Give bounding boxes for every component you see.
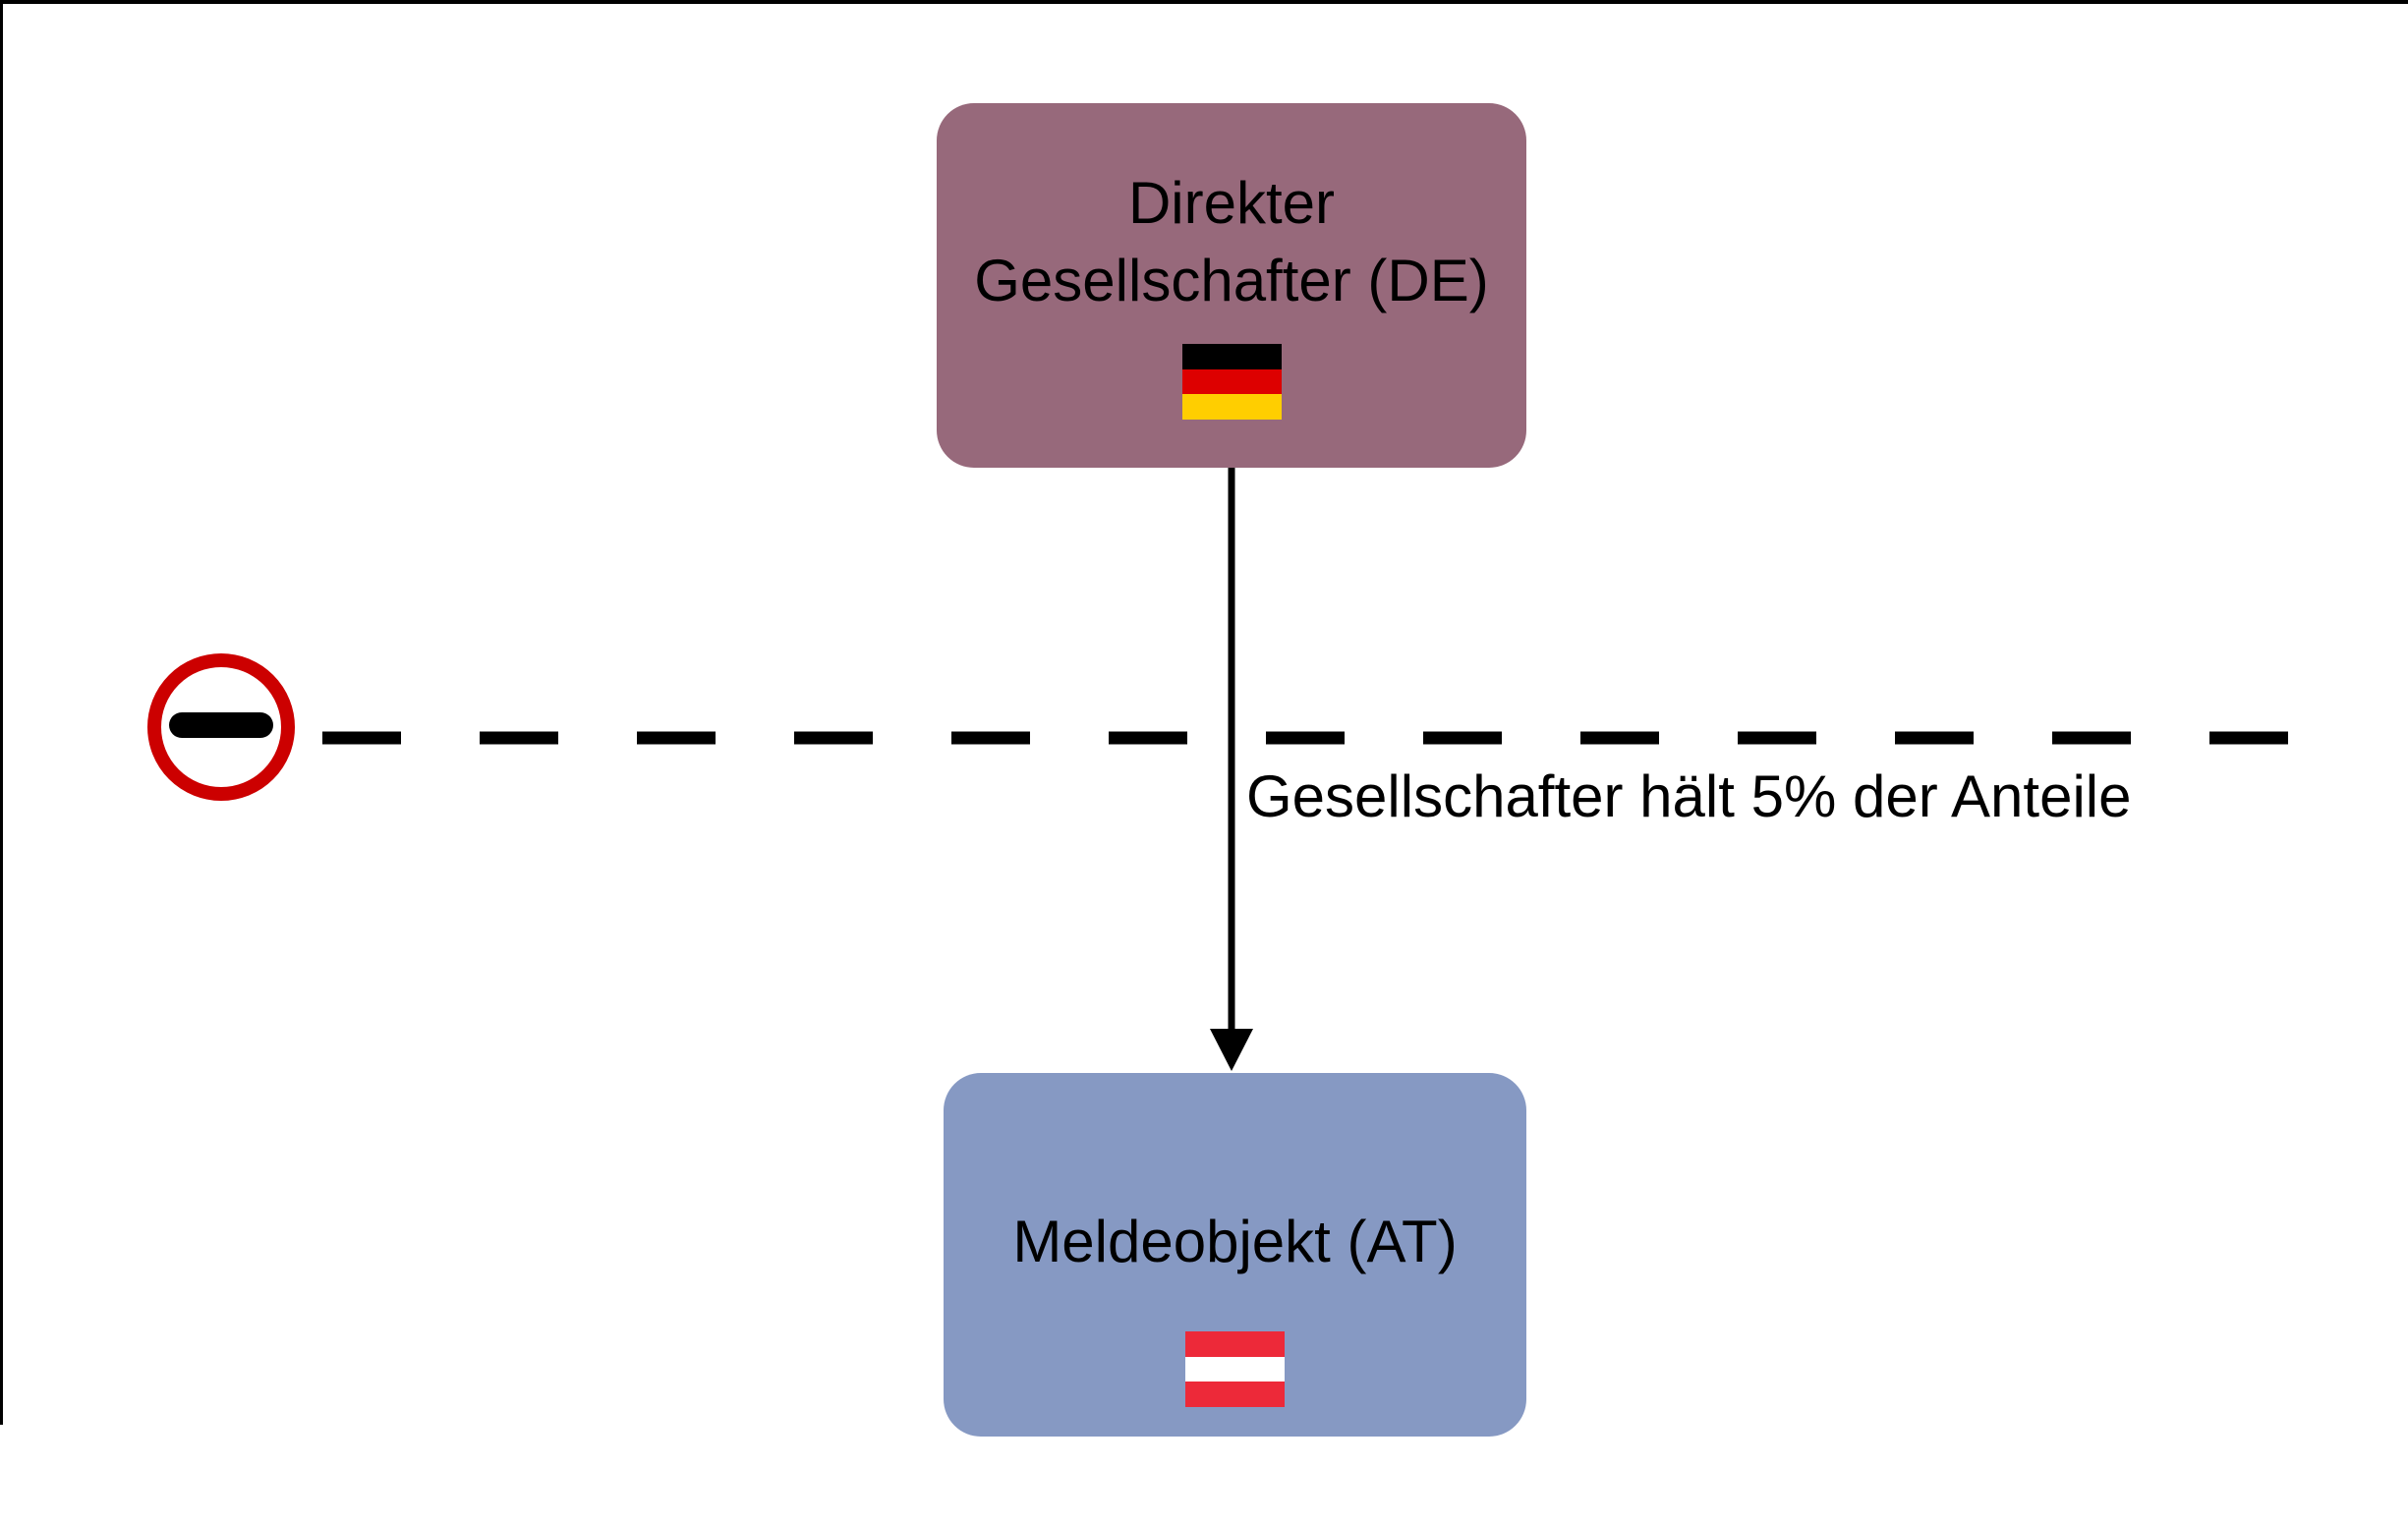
node-meldeobjekt: Meldeobjekt (AT)	[944, 1073, 1526, 1437]
no-entry-bar	[169, 712, 273, 738]
parent-node-label-line1: Direkter	[1127, 170, 1335, 236]
austrian-flag-red-stripe-bottom	[1185, 1382, 1285, 1408]
child-node-label: Meldeobjekt (AT)	[1012, 1209, 1458, 1274]
page-border-left	[0, 0, 3, 1425]
german-flag-gold-stripe	[1181, 394, 1282, 421]
edge-label: Gesellschafter hält 5% der Anteile	[1246, 763, 2132, 829]
german-flag-red-stripe	[1181, 368, 1282, 395]
ownership-arrow	[1210, 468, 1253, 1071]
parent-node-label-line2: Gesellschafter (DE)	[974, 248, 1489, 313]
node-direkter-gesellschafter: Direkter Gesellschafter (DE)	[937, 103, 1526, 468]
no-entry-icon	[147, 653, 295, 801]
page-border-top	[0, 0, 2408, 4]
austrian-flag-red-stripe-top	[1185, 1331, 1285, 1357]
austrian-flag-white-stripe	[1185, 1356, 1285, 1382]
threshold-dashed-line	[322, 731, 2298, 745]
parent-node-label: Direkter Gesellschafter (DE)	[974, 164, 1488, 319]
german-flag-icon	[1181, 344, 1282, 421]
austrian-flag-icon	[1185, 1331, 1285, 1408]
german-flag-black-stripe	[1181, 344, 1282, 369]
arrow-head	[1210, 1029, 1253, 1071]
